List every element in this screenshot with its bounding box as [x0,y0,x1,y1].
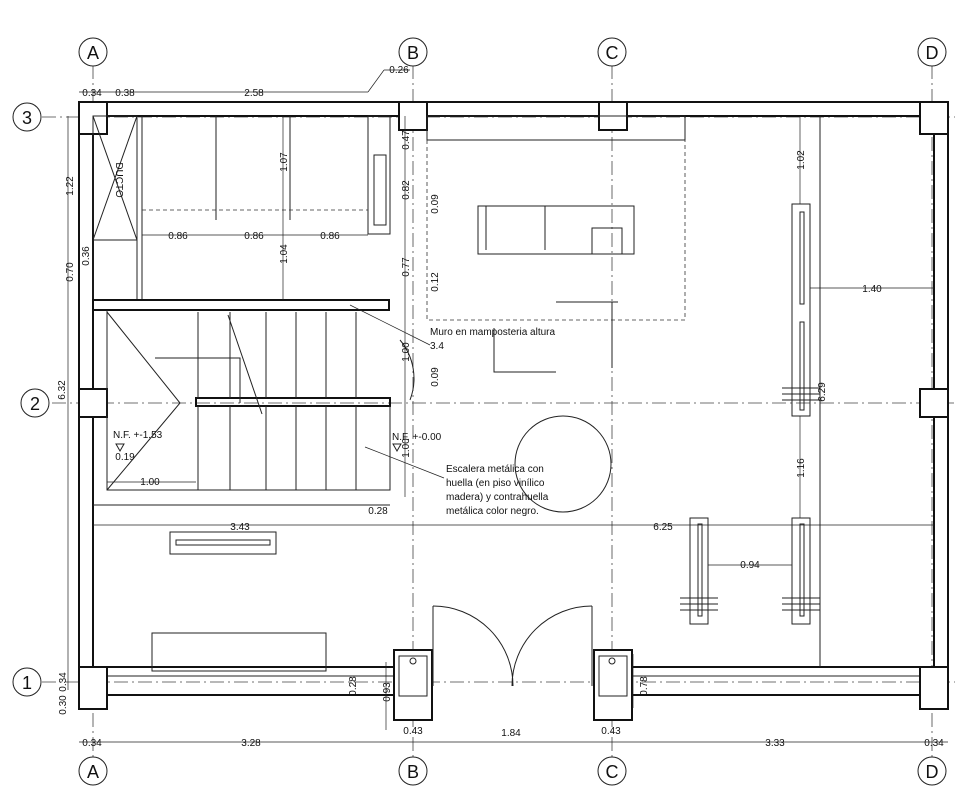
dim-int-20: 6.29 [817,382,828,402]
dim-int-22: 0.94 [740,560,760,571]
svg-text:1: 1 [22,673,32,693]
dim-int-11: 0.09 [430,367,441,387]
dim-left-5: 0.30 [58,695,69,715]
dim-int-17: 6.25 [653,522,673,533]
wall-note-line-2: 3.4 [430,341,444,352]
annotations: DUCTO N.F. +-1.53 N.F. +-0.00 Muro en ma… [113,162,555,517]
dim-top-3: 0.26 [389,65,409,76]
stair-note-line-3: madera) y contrahuella [446,492,549,503]
dim-int-3: 0.86 [320,231,340,242]
dim-left-0: 1.22 [65,176,76,196]
dim-bottom-4: 0.43 [601,726,621,737]
dimension-texts: 0.34 0.38 2.58 0.26 0.34 3.28 0.43 1.84 … [57,65,944,749]
dim-int-14: 1.00 [140,477,160,488]
svg-text:2: 2 [30,394,40,414]
dim-left-2: 0.70 [65,262,76,282]
grid-bubble-a-bottom: A [78,756,108,786]
grid-lines [42,65,955,760]
grid-bubble-c-bottom: C [597,756,627,786]
dim-int-12: 1.00 [401,438,412,458]
dim-int-25: 0.78 [639,676,650,696]
grid-bubble-3: 3 [12,102,42,132]
dim-left-3: 6.32 [57,380,68,400]
level-upper-label: N.F. +-1.53 [113,430,163,441]
svg-text:D: D [926,762,939,782]
dim-bottom-0: 0.34 [82,738,102,749]
dim-left-1: 0.36 [81,246,92,266]
dim-top-1: 0.38 [115,88,135,99]
dim-int-2: 0.86 [244,231,264,242]
dim-int-1: 0.86 [168,231,188,242]
dim-int-13: 0.19 [115,452,135,463]
dim-int-19: 1.40 [862,284,882,295]
grid-bubble-b-bottom: B [398,756,428,786]
dim-top-0: 0.34 [82,88,102,99]
svg-text:A: A [87,43,99,63]
dim-bottom-6: 0.34 [924,738,944,749]
dim-int-18: 1.02 [796,150,807,170]
grid-bubble-a-top: A [78,37,108,67]
dim-bottom-2: 0.43 [403,726,423,737]
dim-int-16: 3.43 [230,522,250,533]
svg-text:C: C [606,43,619,63]
svg-text:B: B [407,762,419,782]
dim-top-2: 2.58 [244,88,264,99]
dim-int-23: 0.28 [348,676,359,696]
grid-bubble-d-bottom: D [917,756,947,786]
interior-elements [92,115,821,687]
svg-text:D: D [926,43,939,63]
stair-note-line-1: Escalera metálica con [446,464,544,475]
dim-int-6: 0.82 [401,180,412,200]
dim-int-15: 0.28 [368,506,388,517]
svg-text:B: B [407,43,419,63]
grid-bubble-1: 1 [12,667,42,697]
grid-bubble-d-top: D [917,37,947,67]
dim-bottom-1: 3.28 [241,738,261,749]
dim-int-10: 1.00 [401,342,412,362]
dimension-lines [67,69,948,743]
dim-int-24: 0.93 [382,682,393,702]
dim-int-0: 1.07 [279,152,290,172]
dim-int-4: 1.04 [279,244,290,264]
svg-text:C: C [606,762,619,782]
stair-note-line-4: metálica color negro. [446,506,539,517]
level-lower-label: N.F. +-0.00 [392,432,442,443]
svg-text:A: A [87,762,99,782]
dim-bottom-3: 1.84 [501,728,521,739]
dim-left-4: 0.34 [58,672,69,692]
dim-int-21: 1.16 [796,458,807,478]
grid-bubble-2: 2 [20,388,50,418]
dim-int-8: 0.77 [401,257,412,277]
dim-bottom-5: 3.33 [765,738,785,749]
wall-note-line-1: Muro en mamposteria altura [430,327,555,338]
stair-note-line-2: huella (en piso vinílico [446,478,545,489]
dim-int-5: 0.47 [401,130,412,150]
grid-bubble-c-top: C [597,37,627,67]
dim-int-9: 0.12 [430,272,441,292]
grid-bubble-b-top: B [398,37,428,67]
structural-columns [78,101,949,721]
ducto-label: DUCTO [113,162,124,198]
svg-text:3: 3 [22,108,32,128]
dim-int-7: 0.09 [430,194,441,214]
